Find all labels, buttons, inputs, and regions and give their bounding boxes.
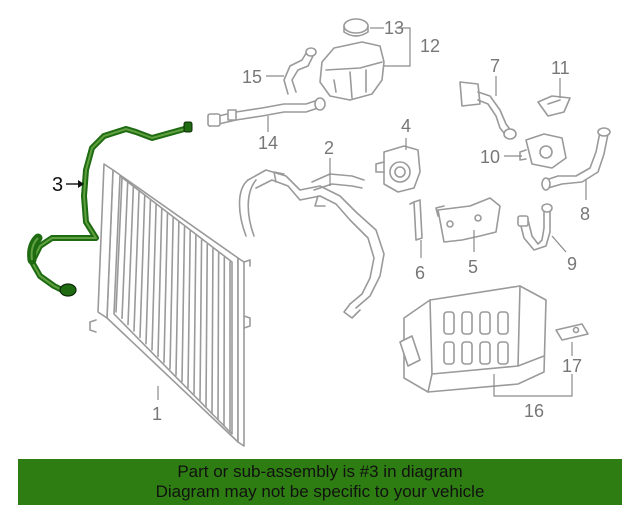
intercooler-rib	[479, 311, 491, 335]
intercooler-rib	[443, 311, 455, 335]
part-15-hose[interactable]	[283, 47, 317, 95]
parts-diagram: 1 2 3 4 5 6 7 8 9 10 11 12 13 14 15 16 1…	[27, 18, 611, 447]
leader-lines	[157, 27, 587, 400]
callout-1[interactable]: 1	[152, 404, 162, 424]
part-1-radiator[interactable]	[89, 163, 251, 447]
radiator-fin	[205, 243, 209, 408]
part-9-hose[interactable]	[517, 203, 553, 251]
radiator-fin	[133, 190, 140, 332]
part-17-sensor[interactable]	[555, 323, 589, 341]
callout-3[interactable]: 3	[52, 174, 63, 196]
callout-6[interactable]: 6	[415, 263, 425, 283]
radiator-fin	[187, 230, 192, 389]
callout-8[interactable]: 8	[580, 204, 590, 224]
callout-17[interactable]: 17	[562, 356, 582, 376]
part-info-line-1: Part or sub-assembly is #3 in diagram	[177, 462, 463, 481]
radiator-fin	[127, 186, 135, 326]
radiator-fin	[151, 203, 157, 351]
callout-15[interactable]: 15	[242, 67, 262, 87]
callout-2[interactable]: 2	[324, 138, 334, 158]
radiator-fin	[199, 239, 203, 402]
intercooler-rib	[461, 311, 473, 335]
part-14-pipe[interactable]	[207, 97, 326, 127]
part-7-hose[interactable]	[459, 81, 517, 140]
part-16-intercooler[interactable]	[399, 285, 547, 393]
radiator-fin	[169, 216, 174, 370]
callout-4[interactable]: 4	[401, 116, 411, 136]
radiator-fin	[211, 247, 214, 414]
intercooler-rib	[497, 341, 509, 365]
radiator-fin	[175, 221, 180, 376]
radiator-fin	[181, 225, 186, 383]
radiator-fin	[115, 177, 123, 313]
radiator-fin	[139, 194, 146, 339]
radiator-fin	[157, 208, 163, 358]
leader-3	[66, 180, 84, 188]
radiator-fin	[163, 212, 169, 364]
callout-7[interactable]: 7	[490, 56, 500, 76]
radiator-fin	[145, 199, 152, 345]
intercooler-rib	[479, 341, 491, 365]
callout-12[interactable]: 12	[420, 36, 440, 56]
part-11-bracket[interactable]	[537, 95, 571, 117]
radiator-fins	[115, 177, 231, 433]
part-13-cap[interactable]	[343, 18, 369, 37]
part-5-bracket[interactable]	[435, 197, 501, 243]
radiator-fin	[217, 252, 220, 421]
callout-13[interactable]: 13	[384, 18, 404, 38]
part-info-line-2: Diagram may not be specific to your vehi…	[155, 482, 485, 501]
radiator-fin	[193, 234, 197, 395]
intercooler-rib	[443, 341, 455, 365]
intercooler-ribs	[443, 311, 509, 365]
part-info-banner: Part or sub-assembly is #3 in diagram Di…	[18, 459, 622, 505]
callout-9[interactable]: 9	[567, 254, 577, 274]
part-3-hose[interactable]	[27, 121, 193, 297]
part-4-pump[interactable]	[375, 145, 421, 193]
intercooler-rib	[461, 341, 473, 365]
part-6-bracket[interactable]	[409, 199, 423, 241]
part-2-hose[interactable]	[238, 169, 385, 319]
callout-16[interactable]: 16	[524, 401, 544, 421]
intercooler-rib	[497, 311, 509, 335]
part-8-hose[interactable]	[541, 127, 611, 191]
callout-11[interactable]: 11	[551, 58, 570, 78]
callout-10[interactable]: 10	[480, 147, 500, 167]
callout-5[interactable]: 5	[468, 257, 478, 277]
callout-14[interactable]: 14	[258, 133, 278, 153]
part-10-valve[interactable]	[519, 133, 567, 169]
part-12-expansion-tank[interactable]	[319, 41, 385, 101]
radiator-fin	[121, 181, 129, 320]
